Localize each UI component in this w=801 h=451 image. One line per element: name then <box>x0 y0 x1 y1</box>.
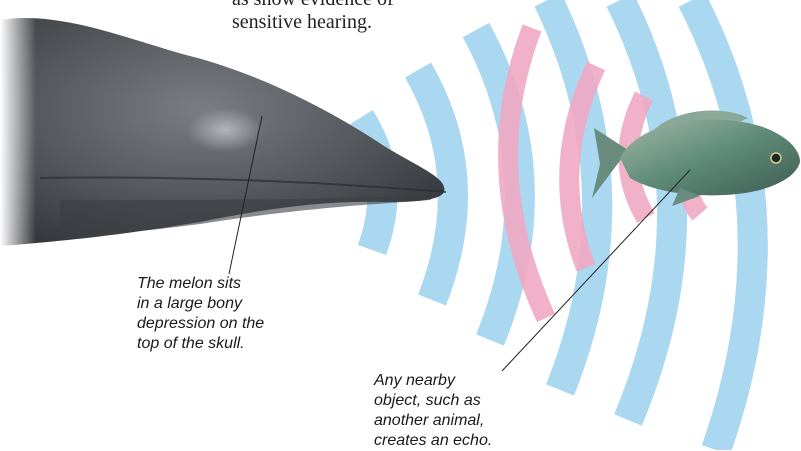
echo-caption: Any nearby object, such as another anima… <box>374 371 492 451</box>
echo-caption-line-2: object, such as <box>374 391 492 411</box>
melon-caption-line-2: in a large bony <box>137 294 264 314</box>
echo-caption-line-1: Any nearby <box>374 371 492 391</box>
melon-caption: The melon sits in a large bony depressio… <box>137 274 264 354</box>
melon-caption-line-1: The melon sits <box>137 274 264 294</box>
outgoing-wave-6 <box>692 0 753 450</box>
melon-caption-line-3: depression on the <box>137 314 264 334</box>
top-partial-text: as show evidence of sensitive hearing. <box>232 0 394 34</box>
top-text-line-1: as show evidence of <box>232 0 394 11</box>
echo-caption-line-4: creates an echo. <box>374 431 492 451</box>
fish-eye <box>771 153 781 163</box>
top-text-line-2: sensitive hearing. <box>232 11 394 34</box>
melon-caption-line-4: top of the skull. <box>137 334 264 354</box>
whale-fade <box>0 0 300 260</box>
echo-caption-line-3: another animal, <box>374 411 492 431</box>
